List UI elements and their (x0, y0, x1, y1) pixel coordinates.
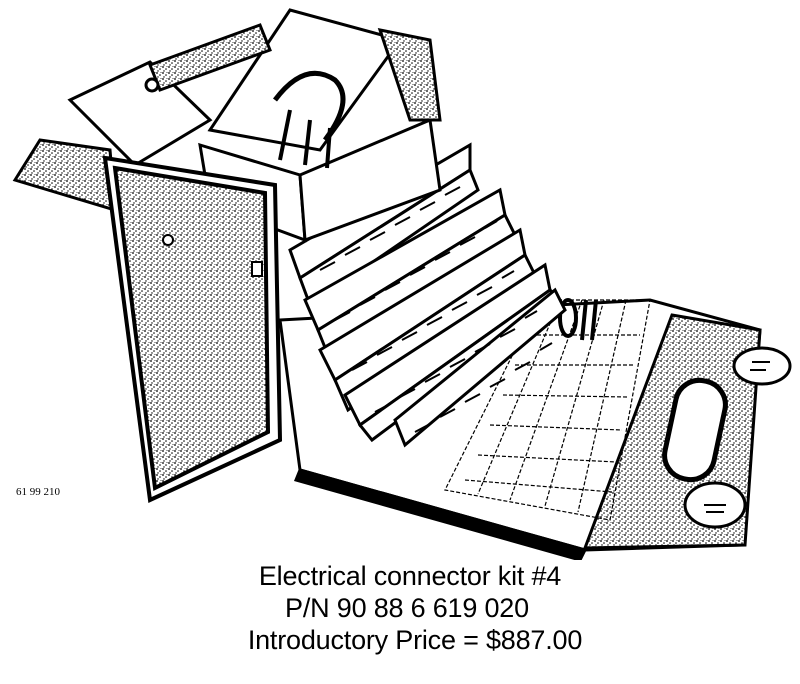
figure-number: 61 99 210 (16, 486, 60, 498)
connector-kit-illustration (12, 8, 792, 560)
introductory-price: Introductory Price = $887.00 (247, 625, 583, 655)
open-lid (12, 23, 272, 213)
drawer-compartments (319, 186, 553, 433)
front-cover-panel (102, 155, 283, 503)
product-name: Electrical connector kit #4 (258, 561, 562, 591)
contact-grid (444, 299, 651, 521)
part-number: P/N 90 88 6 619 020 (285, 593, 529, 623)
pin-icons (558, 298, 598, 341)
caption: Electrical connector kit #4 P/N 90 88 6 … (0, 560, 800, 656)
latch-top-icon (732, 346, 792, 386)
handle-flap (582, 313, 792, 550)
lid-screw-icon (144, 77, 160, 93)
